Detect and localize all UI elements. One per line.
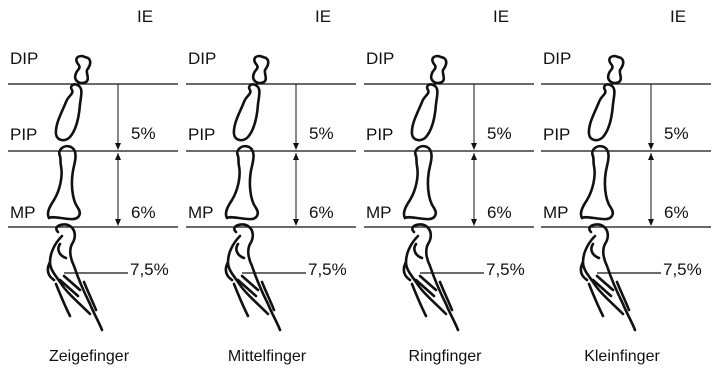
finger-caption: Zeigefinger xyxy=(49,348,130,365)
finger-panel: IE DIP PIP MP 5% 6% 7,5% Zeigefinger xyxy=(8,7,178,365)
middle-arrow-head-bottom xyxy=(293,219,299,226)
mp-label: MP xyxy=(10,203,36,222)
mp-label: MP xyxy=(188,203,214,222)
ie-label: IE xyxy=(670,7,686,26)
lower-percent: 7,5% xyxy=(130,260,169,279)
finger-caption: Kleinfinger xyxy=(584,348,660,365)
ie-label: IE xyxy=(493,7,509,26)
distal-phalanx xyxy=(606,54,625,85)
pip-label: PIP xyxy=(543,125,570,144)
finger-panel: IE DIP PIP MP 5% 6% 7,5% Ringfinger xyxy=(364,7,534,365)
metacarpal xyxy=(402,223,460,332)
middle-percent: 6% xyxy=(131,203,156,222)
middle-percent: 6% xyxy=(487,203,512,222)
mp-label: MP xyxy=(543,203,569,222)
finger-bones-drawing xyxy=(579,54,637,332)
upper-percent: 5% xyxy=(131,124,156,143)
upper-arrow-head xyxy=(648,143,654,150)
middle-arrow-head-bottom xyxy=(115,219,121,226)
distal-phalanx xyxy=(73,54,92,85)
pip-label: PIP xyxy=(10,125,37,144)
middle-arrow-head-top xyxy=(471,153,477,160)
middle-arrow-head-top xyxy=(293,153,299,160)
mp-label: MP xyxy=(366,203,392,222)
finger-panel: IE DIP PIP MP 5% 6% 7,5% Kleinfinger xyxy=(541,7,711,365)
dip-label: DIP xyxy=(543,49,571,68)
middle-phalanx xyxy=(587,83,616,142)
dip-label: DIP xyxy=(188,49,216,68)
proximal-phalanx xyxy=(224,144,260,221)
middle-phalanx xyxy=(232,83,261,142)
lower-percent: 7,5% xyxy=(486,260,525,279)
ie-label: IE xyxy=(137,7,153,26)
distal-phalanx xyxy=(429,54,448,85)
finger-bones-drawing xyxy=(224,54,282,332)
metacarpal xyxy=(224,223,282,332)
finger-caption: Mittelfinger xyxy=(228,348,307,365)
upper-arrow-head xyxy=(293,143,299,150)
carpal-outline xyxy=(587,280,631,318)
metacarpal xyxy=(579,223,637,332)
proximal-phalanx xyxy=(46,144,82,221)
metacarpal xyxy=(46,223,104,332)
middle-percent: 6% xyxy=(309,203,334,222)
carpal-outline xyxy=(232,280,276,318)
carpal-outline xyxy=(54,280,98,318)
carpal-outline xyxy=(410,280,454,318)
middle-arrow-head-bottom xyxy=(471,219,477,226)
upper-percent: 5% xyxy=(664,124,689,143)
finger-bones-drawing xyxy=(46,54,104,332)
upper-percent: 5% xyxy=(309,124,334,143)
proximal-phalanx xyxy=(579,144,615,221)
middle-phalanx xyxy=(410,83,439,142)
proximal-phalanx xyxy=(402,144,438,221)
middle-phalanx xyxy=(54,83,83,142)
dip-label: DIP xyxy=(366,49,394,68)
finger-bones-drawing xyxy=(402,54,460,332)
finger-caption: Ringfinger xyxy=(409,348,483,365)
lower-percent: 7,5% xyxy=(663,260,702,279)
upper-arrow-head xyxy=(115,143,121,150)
upper-percent: 5% xyxy=(487,124,512,143)
distal-phalanx xyxy=(251,54,270,85)
lower-percent: 7,5% xyxy=(308,260,347,279)
upper-arrow-head xyxy=(471,143,477,150)
dip-label: DIP xyxy=(10,49,38,68)
middle-arrow-head-top xyxy=(115,153,121,160)
middle-arrow-head-bottom xyxy=(648,219,654,226)
ie-label: IE xyxy=(315,7,331,26)
middle-arrow-head-top xyxy=(648,153,654,160)
finger-panel: IE DIP PIP MP 5% 6% 7,5% Mittelfinger xyxy=(186,7,356,365)
pip-label: PIP xyxy=(366,125,393,144)
middle-percent: 6% xyxy=(664,203,689,222)
pip-label: PIP xyxy=(188,125,215,144)
